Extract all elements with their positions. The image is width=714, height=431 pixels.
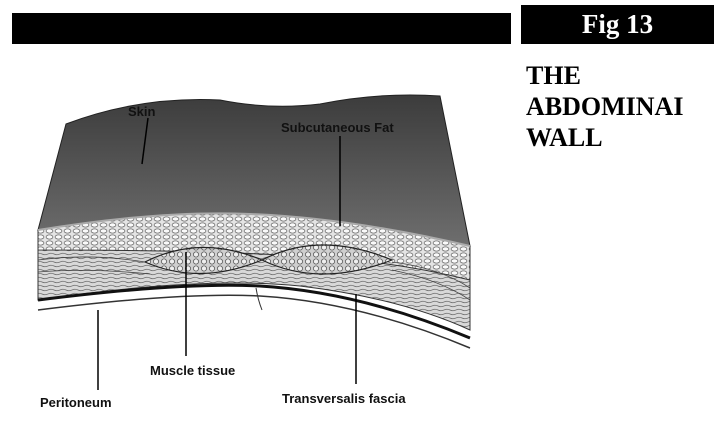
figure-title: THE ABDOMINAI WALL (526, 60, 712, 153)
title-line-2: ABDOMINAI (526, 91, 712, 122)
title-line-3: WALL (526, 122, 712, 153)
label-muscle-tissue: Muscle tissue (150, 363, 235, 378)
abdominal-wall-illustration (0, 48, 514, 426)
figure-number-badge: Fig 13 (521, 5, 714, 44)
title-line-1: THE (526, 60, 712, 91)
label-skin: Skin (128, 104, 155, 119)
label-transversalis-fascia: Transversalis fascia (282, 391, 406, 406)
label-peritoneum: Peritoneum (40, 395, 112, 410)
label-subcutaneous-fat: Subcutaneous Fat (281, 120, 394, 135)
abdominal-wall-diagram: Skin Subcutaneous Fat Muscle tissue Peri… (0, 48, 514, 426)
header-bar (12, 13, 511, 44)
